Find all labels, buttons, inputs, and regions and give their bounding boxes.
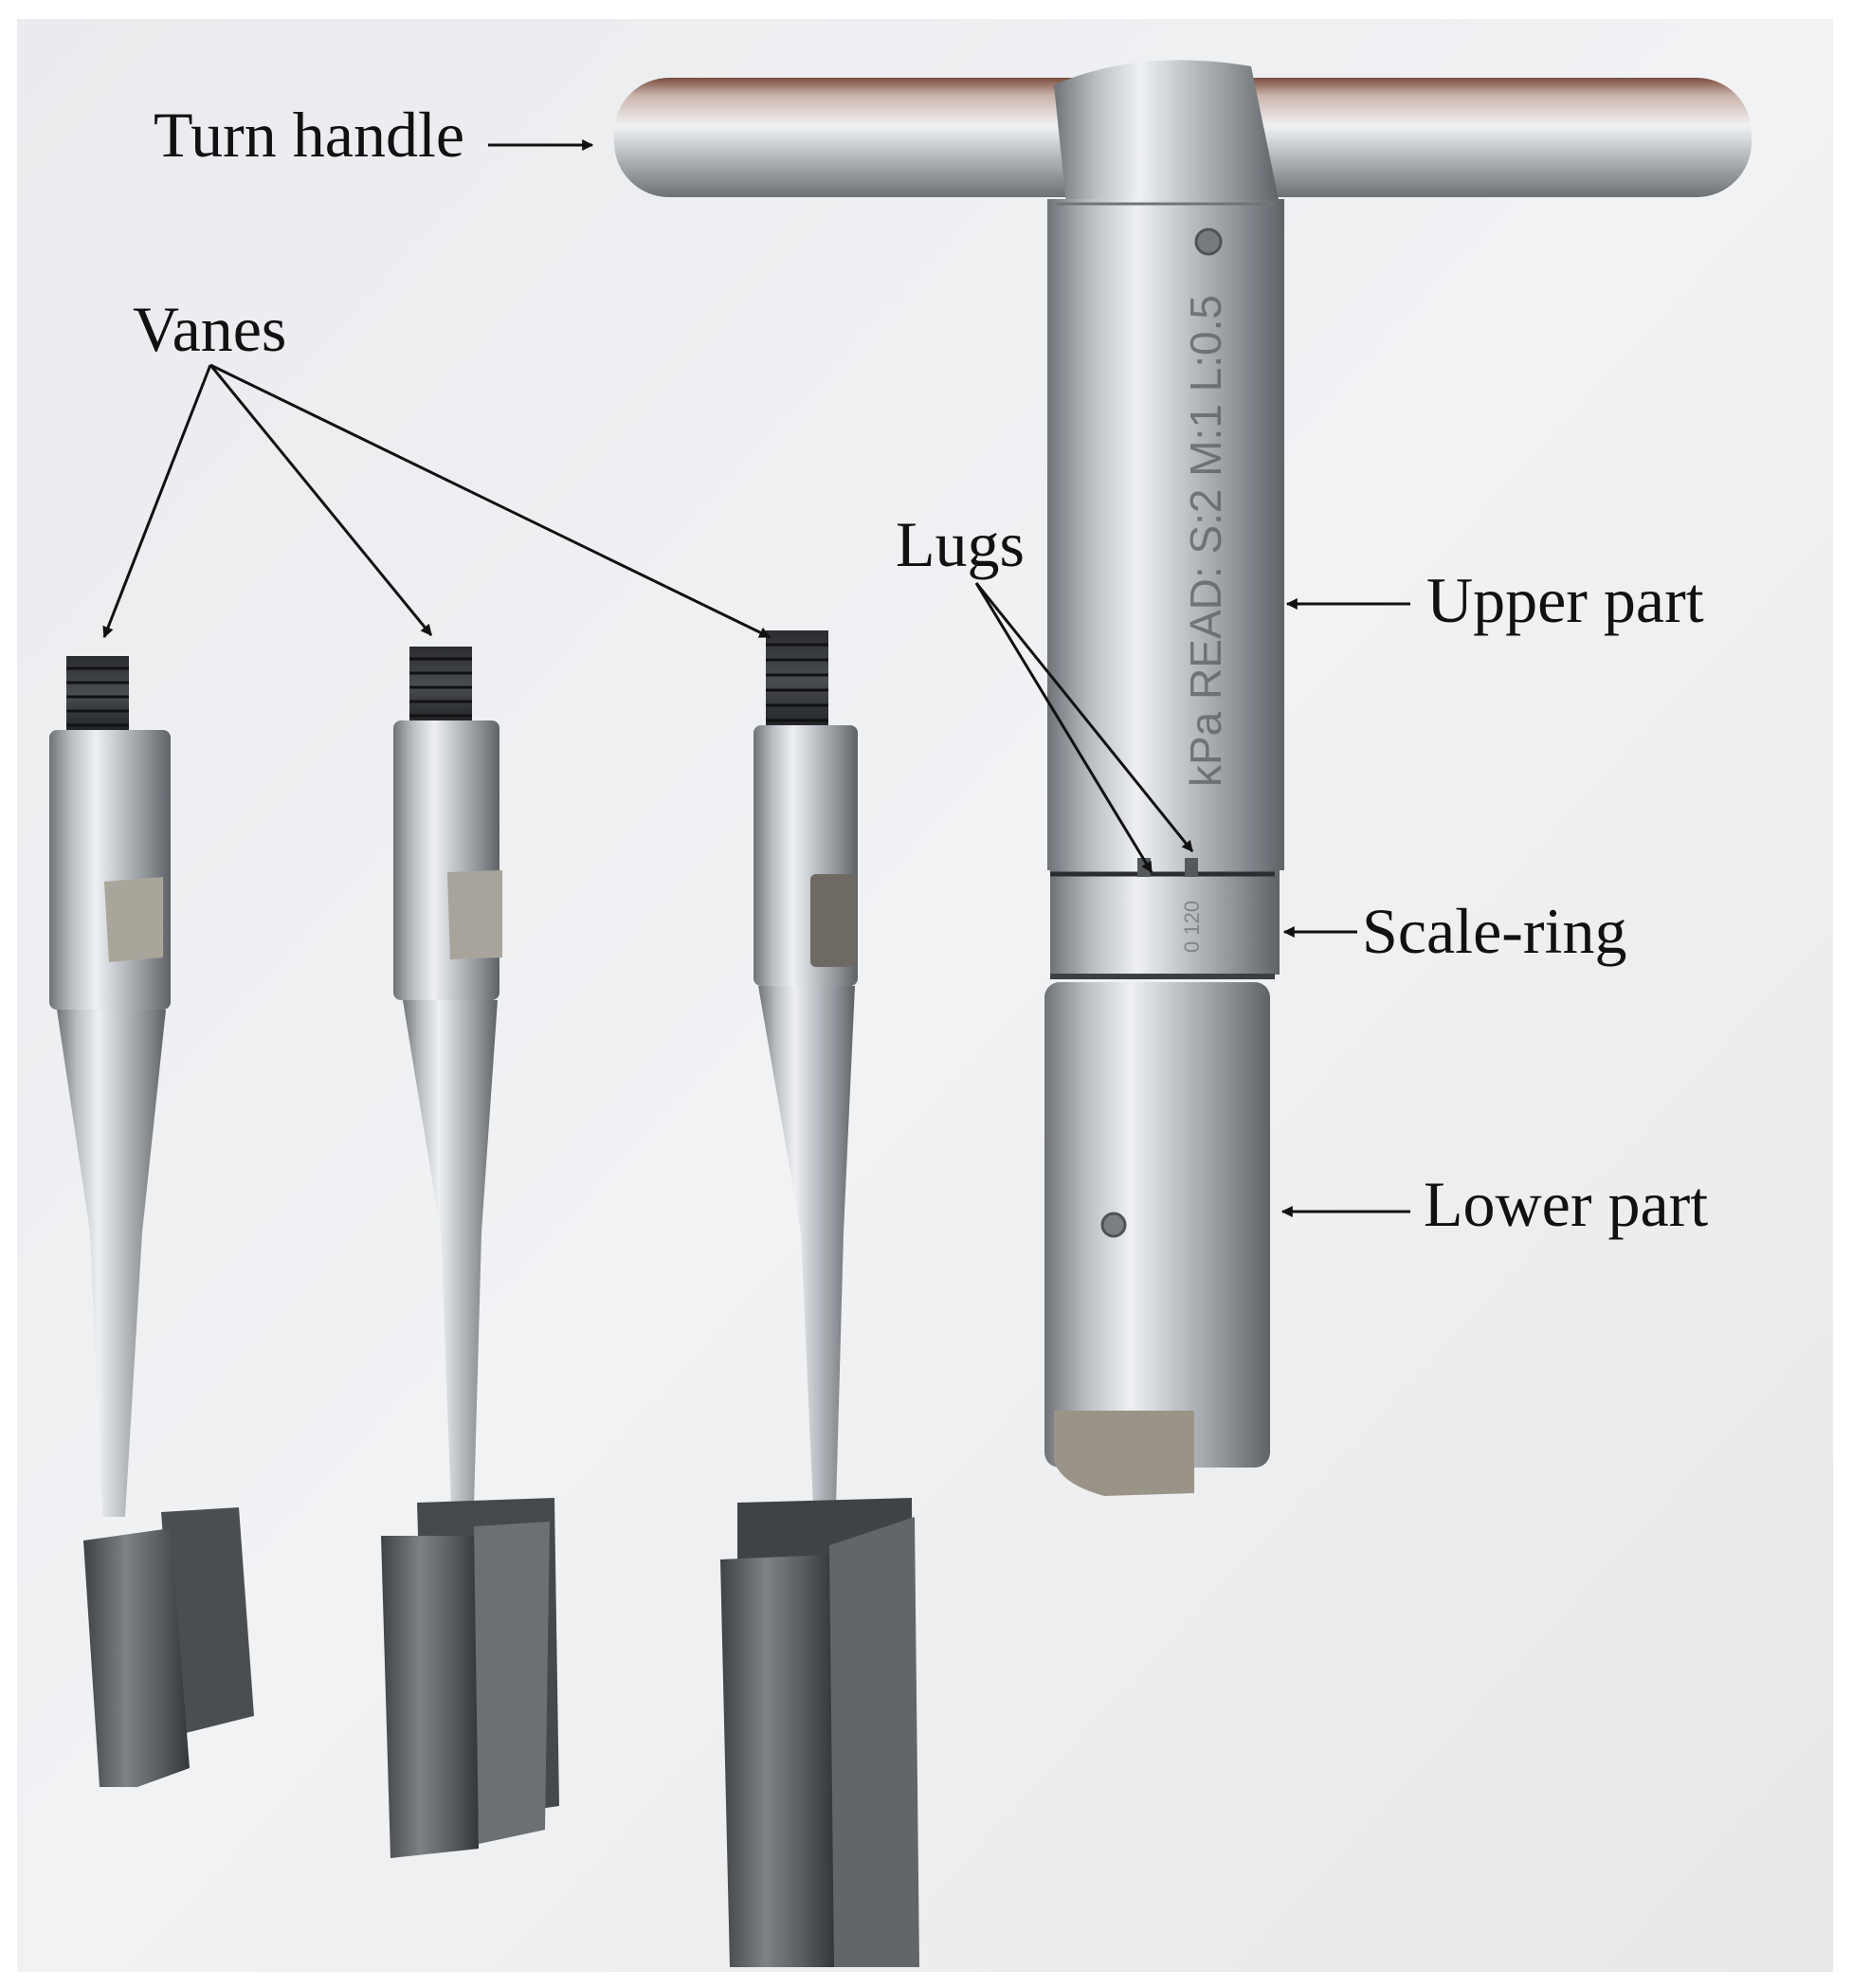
lug-right xyxy=(1185,858,1198,877)
vane-2-taper xyxy=(403,1000,498,1507)
vane-1-blade-back xyxy=(161,1507,254,1735)
arrow-vanes-2 xyxy=(209,364,433,636)
label-scale-ring: Scale-ring xyxy=(1362,895,1626,967)
vane-2-blade-right xyxy=(474,1522,550,1844)
vane-1 xyxy=(49,656,254,1787)
vane-1-blade-front xyxy=(83,1528,190,1787)
label-lower-part: Lower part xyxy=(1424,1168,1708,1240)
vane-1-taper xyxy=(57,1010,166,1517)
vane-3 xyxy=(720,630,919,1967)
vane-2-upper-shaft xyxy=(393,720,499,1000)
arrow-vanes-1 xyxy=(102,364,212,639)
tester-lower-body xyxy=(1044,982,1270,1468)
vane-1-upper-shaft xyxy=(49,730,171,1010)
vane-1-lug xyxy=(104,877,163,962)
vane-tester: kPa READ: S:2 M:1 L:0.5 0 120 xyxy=(614,60,1752,1496)
vane-2-blade-front xyxy=(381,1536,479,1858)
label-turn-handle: Turn handle xyxy=(154,99,464,171)
vane-3-lug xyxy=(810,874,856,967)
tester-upper-body xyxy=(1047,199,1284,870)
arrow-lugs-2 xyxy=(974,582,1194,852)
scale-ring xyxy=(1050,870,1280,975)
arrow-vanes-3 xyxy=(209,363,772,639)
vane-2 xyxy=(381,647,559,1858)
label-upper-part: Upper part xyxy=(1426,564,1704,636)
lower-screw xyxy=(1100,1212,1127,1238)
scale-engraving: 0 120 xyxy=(1180,901,1204,953)
label-lugs: Lugs xyxy=(896,508,1025,580)
vane-2-lug xyxy=(447,870,502,959)
label-vanes: Vanes xyxy=(133,293,286,365)
tester-top-cap xyxy=(1054,60,1280,205)
vane-3-taper xyxy=(758,986,855,1507)
vane-3-blade-right xyxy=(829,1517,919,1967)
upper-screw xyxy=(1194,228,1223,256)
arrow-lugs-1 xyxy=(974,582,1153,874)
vane-3-thread xyxy=(766,630,828,730)
annotations: Turn handle Vanes Lugs Upper part Scale-… xyxy=(102,99,1708,1240)
tester-bottom-flat xyxy=(1054,1411,1194,1496)
paper-background xyxy=(17,19,1833,1972)
vane-3-blade-front xyxy=(720,1555,834,1967)
upper-engraving: kPa READ: S:2 M:1 L:0.5 xyxy=(1181,295,1230,787)
